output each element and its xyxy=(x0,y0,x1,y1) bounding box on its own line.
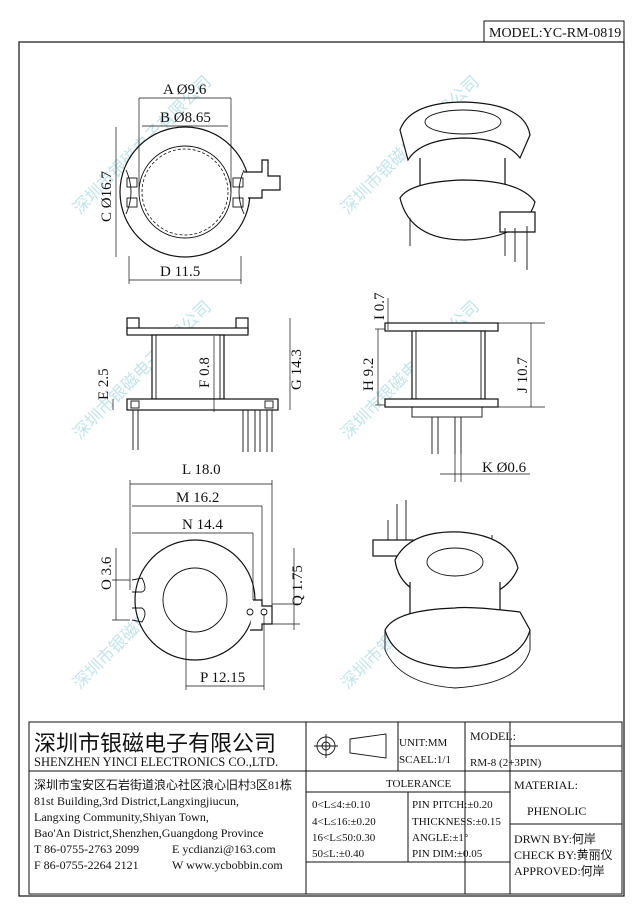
dim-h-label: H 9.2 xyxy=(361,358,377,391)
bottom-view: L 18.0 M 16.2 N 14.4 O 3.6 Q 1.75 P 12.1… xyxy=(99,462,306,690)
tolerance-right-0: PIN PITCH:±0.20 xyxy=(412,799,493,811)
iso-view-top xyxy=(399,101,536,270)
address-en-2: Langxing Community,Shiyan Town, xyxy=(34,810,209,824)
dim-g-label: G 14.3 xyxy=(289,349,305,390)
dim-p-label: P 12.15 xyxy=(200,670,245,686)
address-cn: 深圳市宝安区石岩街道浪心社区浪心旧村3区81栋 xyxy=(34,777,292,792)
dim-i-label: I 0.7 xyxy=(372,292,388,320)
dim-f-label: F 0.8 xyxy=(197,357,213,388)
tolerance-left-0: 0<L≤4:±0.10 xyxy=(312,799,371,811)
fax: F 86-0755-2264 2121 xyxy=(34,858,139,872)
iso-view-bottom xyxy=(372,500,531,689)
material-value: PHENOLIC xyxy=(527,804,586,818)
drawn-by: DRWN BY:何岸 xyxy=(514,832,596,846)
tolerance-left-2: 16<L≤50:0.30 xyxy=(312,832,376,844)
tolerance-left-1: 4<L≤16:±0.20 xyxy=(312,816,376,828)
company-name-cn: 深圳市银磁电子有限公司 xyxy=(34,731,276,756)
scale: SCAEL:1/1 xyxy=(399,754,451,766)
dim-a-label: A Ø9.6 xyxy=(163,82,207,98)
title-block: 深圳市银磁电子有限公司 SHENZHEN YINCI ELECTRONICS C… xyxy=(28,721,623,895)
tolerance-right-3: PIN DIM:±0.05 xyxy=(412,848,483,860)
top-view: A Ø9.6 B Ø8.65 C Ø16.7 D 11.5 xyxy=(99,82,281,284)
tolerance-right-1: THICKNESS:±0.15 xyxy=(412,816,501,828)
dim-k-label: K Ø0.6 xyxy=(482,460,527,476)
address-en-3: Bao'An District,Shenzhen,Guangdong Provi… xyxy=(34,826,263,840)
check-by: CHECK BY:黄丽仪 xyxy=(514,848,613,862)
model-label: MODEL: xyxy=(470,729,516,743)
model-value: RM-8 (2+3PIN) xyxy=(470,757,542,769)
tolerance-left-3: 50≤L:±0.40 xyxy=(312,848,365,860)
material-label: MATERIAL: xyxy=(514,778,578,792)
dim-q-label: Q 1.75 xyxy=(290,565,306,606)
dim-j-label: J 10.7 xyxy=(515,357,531,393)
projection-symbol-icon xyxy=(314,733,387,759)
dim-n-label: N 14.4 xyxy=(182,517,223,533)
header-model: MODEL:YC-RM-0819 xyxy=(489,26,621,41)
tolerance-label: TOLERANCE xyxy=(386,778,451,790)
approved-by: APPROVED:何岸 xyxy=(514,864,605,878)
dim-d-label: D 11.5 xyxy=(160,264,200,280)
dim-b-label: B Ø8.65 xyxy=(160,110,211,126)
tel: T 86-0755-2763 2099 xyxy=(34,842,139,856)
dim-c-label: C Ø16.7 xyxy=(99,171,115,222)
side-view: H 9.2 I 0.7 J 10.7 K Ø0.6 xyxy=(361,292,545,482)
tolerance-right-2: ANGLE:±1° xyxy=(412,832,468,844)
dim-e-label: E 2.5 xyxy=(96,368,112,400)
dim-l-label: L 18.0 xyxy=(182,462,221,478)
dim-m-label: M 16.2 xyxy=(176,490,219,506)
email: E ycdianzi@163.com xyxy=(172,842,276,856)
front-view: E 2.5 F 0.8 G 14.3 xyxy=(96,317,305,452)
address-en-1: 81st Building,3rd District,Langxingjiucu… xyxy=(34,794,239,808)
company-name-en: SHENZHEN YINCI ELECTRONICS CO.,LTD. xyxy=(34,755,278,769)
web: W www.ycbobbin.com xyxy=(172,858,283,872)
dim-o-label: O 3.6 xyxy=(99,556,115,590)
unit: UNIT:MM xyxy=(399,737,448,749)
